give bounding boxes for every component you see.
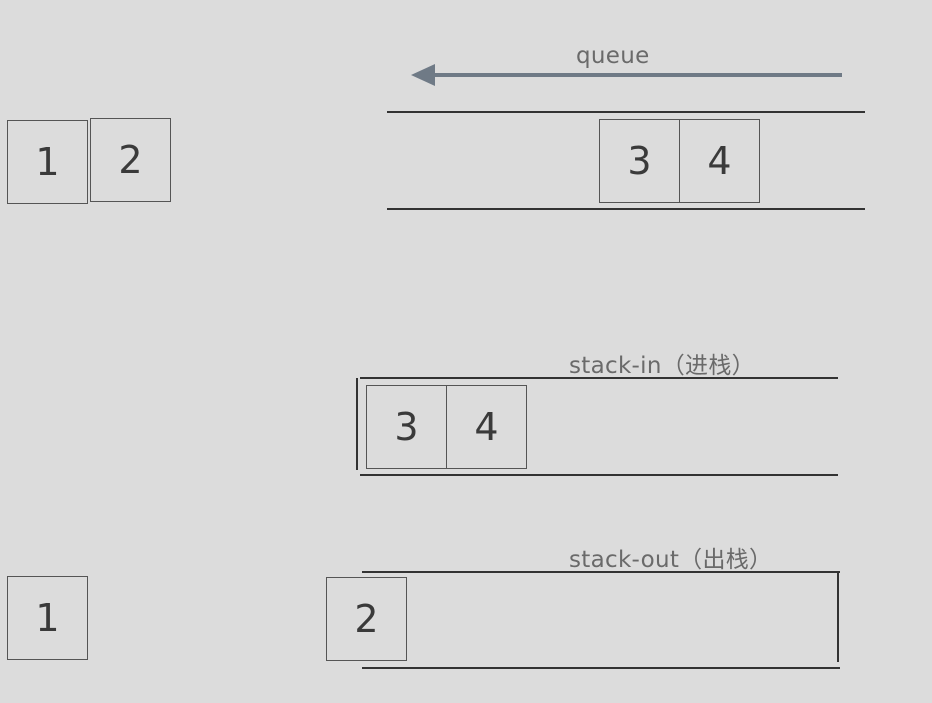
element-value: 2	[118, 138, 143, 182]
element-value: 4	[707, 139, 732, 183]
element-value: 1	[35, 596, 60, 640]
queue-element: 3	[599, 119, 680, 203]
dequeued-element: 1	[7, 120, 88, 204]
stack-out-bottom-line	[362, 667, 840, 669]
queue-element: 4	[679, 119, 760, 203]
stack-in-element: 4	[446, 385, 527, 469]
queue-bottom-line	[387, 208, 865, 210]
stack-in-top-line	[360, 377, 838, 379]
arrow-left-icon	[411, 64, 435, 86]
stack-out-label: stack-out（出栈）	[569, 547, 773, 573]
popped-element: 1	[7, 576, 88, 660]
element-value: 3	[394, 405, 419, 449]
stack-in-bottom-wall	[356, 378, 358, 470]
stack-in-element: 3	[366, 385, 447, 469]
dequeued-element: 2	[90, 118, 171, 202]
stack-in-bottom-line	[360, 474, 838, 476]
element-value: 4	[474, 405, 499, 449]
queue-top-line	[387, 111, 865, 113]
element-value: 2	[354, 597, 379, 641]
stack-out-bottom-wall	[837, 572, 839, 662]
stack-out-top-line	[362, 571, 840, 573]
queue-direction-arrow	[432, 73, 842, 77]
element-value: 1	[35, 140, 60, 184]
stack-in-label: stack-in（进栈）	[569, 353, 755, 379]
element-value: 3	[627, 139, 652, 183]
stack-out-element: 2	[326, 577, 407, 661]
queue-label: queue	[576, 43, 650, 69]
